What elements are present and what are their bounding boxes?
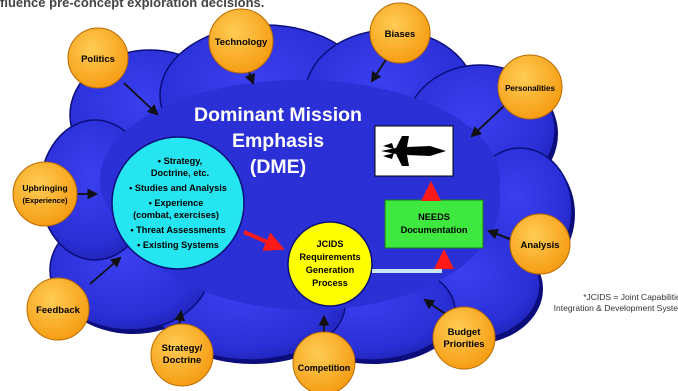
budget-label-line1: Budget	[448, 327, 482, 338]
influence-upbringing: Upbringing (Experience)	[12, 161, 78, 227]
budget-label-line2: Priorities	[443, 339, 484, 350]
needs-line2: Documentation	[401, 225, 468, 235]
jcids-line2: Requirements	[299, 252, 360, 262]
technology-label: Technology	[215, 37, 268, 48]
influence-competition: Competition	[292, 331, 356, 391]
jcids-footnote: *JCIDS = Joint Capabilities Integration …	[505, 292, 678, 314]
fighter-jet-icon	[381, 136, 446, 166]
arrow-biases	[370, 57, 388, 83]
inner-item-studies: • Studies and Analysis	[129, 183, 227, 193]
needs-box	[384, 199, 484, 249]
influence-analysis: Analysis	[509, 213, 571, 275]
influence-personalities: Personalities	[497, 54, 563, 120]
inner-item-existing: • Existing Systems	[137, 240, 219, 250]
arrow-personalities	[470, 104, 506, 138]
dme-title-line1: Dominant Mission	[194, 104, 362, 126]
inner-item-doctrine: Doctrine, etc.	[151, 168, 209, 178]
inner-item-strategy: • Strategy,	[158, 156, 202, 166]
inner-item-threat: • Threat Assessments	[130, 225, 225, 235]
influence-politics: Politics	[67, 27, 129, 89]
arrow-analysis	[486, 228, 514, 241]
footnote-line2: Integration & Development System	[553, 303, 678, 313]
inner-item-combat: (combat, exercises)	[133, 210, 219, 220]
influence-biases: Biases	[369, 2, 431, 64]
strategy-label-line1: Strategy/	[162, 343, 203, 354]
personalities-label: Personalities	[505, 84, 555, 93]
competition-label: Competition	[298, 363, 351, 373]
red-arrow-to-jcids	[243, 230, 285, 251]
analysis-label: Analysis	[520, 240, 559, 251]
footnote-line1: *JCIDS = Joint Capabilities	[583, 292, 678, 302]
strategy-label-line2: Doctrine	[163, 355, 202, 366]
needs-line1: NEEDS	[418, 212, 450, 222]
upbringing-label: Upbringing	[22, 183, 67, 193]
feedback-label: Feedback	[36, 305, 81, 316]
influence-technology: Technology	[208, 8, 274, 74]
dme-title-line2: Emphasis	[232, 130, 324, 152]
upbringing-sub-label: (Experience)	[22, 196, 68, 205]
arrow-budget	[423, 298, 448, 316]
influence-arrows	[77, 57, 514, 335]
inner-factors-circle	[111, 136, 245, 270]
influence-strategy: Strategy/ Doctrine	[150, 323, 214, 387]
politics-label: Politics	[81, 54, 115, 65]
influence-budget: Budget Priorities	[432, 306, 496, 370]
inner-item-experience: • Experience	[149, 198, 204, 208]
biases-label: Biases	[385, 29, 416, 40]
jcids-line3: Generation	[306, 265, 355, 275]
jcids-circle	[287, 221, 373, 307]
jcids-line1: JCIDS	[316, 239, 343, 249]
arrow-politics	[123, 82, 159, 116]
header-text: fluence pre-concept exploration decision…	[0, 0, 265, 10]
jcids-line4: Process	[312, 278, 348, 288]
dme-title-line3: (DME)	[250, 156, 306, 178]
influence-feedback: Feedback	[26, 277, 90, 341]
arrow-feedback	[89, 256, 122, 285]
